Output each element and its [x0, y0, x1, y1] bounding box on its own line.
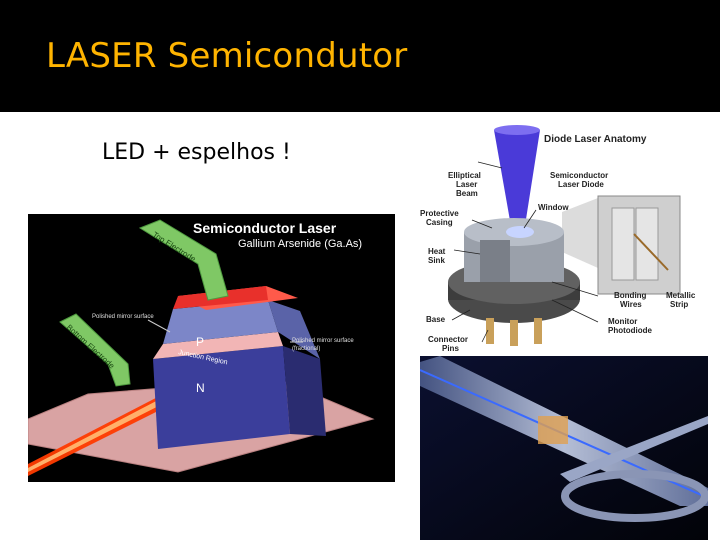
fig-title: Semiconductor Laser: [193, 220, 337, 236]
p-layer: [163, 300, 278, 344]
svg-text:Elliptical: Elliptical: [448, 171, 481, 180]
title-bar: LASER Semicondutor: [0, 0, 720, 112]
bottom-electrode-strip: [59, 313, 131, 387]
svg-text:Beam: Beam: [456, 189, 478, 198]
needle-eye: [561, 470, 708, 522]
needle-laser-photo: [420, 356, 708, 540]
mirror-left-label: Polished mirror surface: [92, 314, 154, 320]
pin-2: [510, 320, 518, 346]
heat-sink: [480, 240, 510, 282]
svg-text:Casing: Casing: [426, 218, 453, 227]
junction-region: [153, 332, 283, 359]
inset-connector: [562, 198, 598, 268]
svg-text:Wires: Wires: [620, 300, 642, 309]
anatomy-title: Diode Laser Anatomy: [544, 134, 647, 145]
slide-title: LASER Semicondutor: [46, 36, 408, 76]
svg-text:Connector: Connector: [428, 335, 468, 344]
n-layer-side: [283, 346, 326, 436]
svg-text:Semiconductor: Semiconductor: [550, 171, 608, 180]
n-layer: [153, 346, 290, 449]
svg-text:Window: Window: [538, 203, 569, 212]
semiconductor-laser-figure: Semiconductor Laser Gallium Arsenide (Ga…: [28, 214, 395, 482]
pin-3: [534, 318, 542, 344]
mirror-right-label: Polished mirror surface: [292, 338, 354, 344]
svg-text:Laser Diode: Laser Diode: [558, 180, 604, 189]
pin-1: [486, 318, 494, 344]
svg-text:Strip: Strip: [670, 300, 688, 309]
n-label: N: [196, 381, 205, 395]
svg-text:Laser: Laser: [456, 180, 477, 189]
p-layer-side: [268, 300, 320, 359]
elliptical-beam: [494, 130, 540, 232]
svg-text:Bonding: Bonding: [614, 291, 647, 300]
svg-text:Photodiode: Photodiode: [608, 326, 653, 335]
needle-tip: [560, 416, 708, 482]
svg-text:Sink: Sink: [428, 256, 445, 265]
svg-text:Base: Base: [426, 315, 446, 324]
svg-text:Metallic: Metallic: [666, 291, 696, 300]
mirror-right-note: (fractional): [292, 346, 320, 352]
fig-subtitle: Gallium Arsenide (Ga.As): [238, 238, 362, 250]
diode-laser-anatomy-figure: Diode Laser Anatomy Elliptical Laser Bea…: [412, 124, 708, 356]
p-label: P: [196, 335, 204, 349]
svg-text:Protective: Protective: [420, 209, 459, 218]
svg-text:Monitor: Monitor: [608, 317, 637, 326]
laser-mark: [538, 416, 568, 444]
slide-subtitle: LED + espelhos !: [102, 140, 291, 165]
svg-text:Pins: Pins: [442, 344, 459, 353]
top-electrode-strip: [138, 219, 229, 301]
svg-text:Heat: Heat: [428, 247, 446, 256]
window: [506, 226, 534, 238]
